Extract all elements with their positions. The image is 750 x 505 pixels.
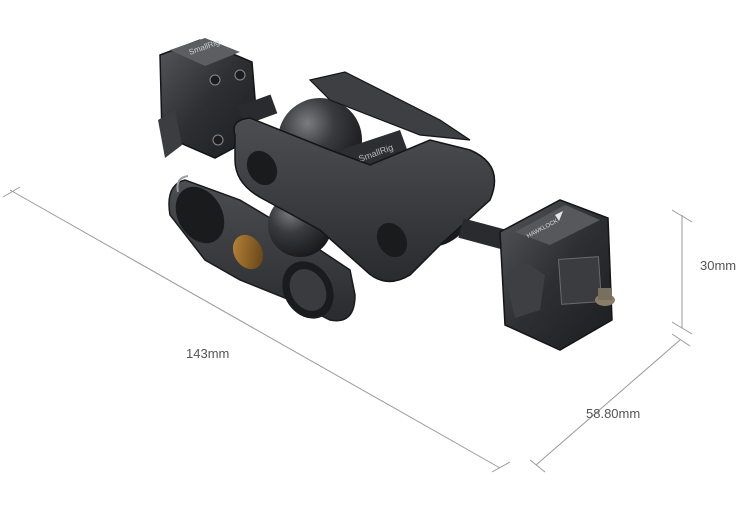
dimension-depth-label: 58.80mm	[586, 406, 641, 421]
dimension-length-label: 143mm	[186, 346, 230, 361]
clamp-lever	[505, 262, 545, 318]
hawklock-mark-icon	[555, 211, 563, 221]
double-socket-plate-lower	[168, 175, 356, 322]
right-nato-clamp: HAWKLOCK	[499, 199, 615, 351]
dimension-height-label: 30mm	[700, 258, 737, 273]
double-socket-plate-upper	[233, 71, 496, 283]
dimension-lines	[2, 186, 693, 473]
arm-stem-left	[237, 94, 278, 126]
